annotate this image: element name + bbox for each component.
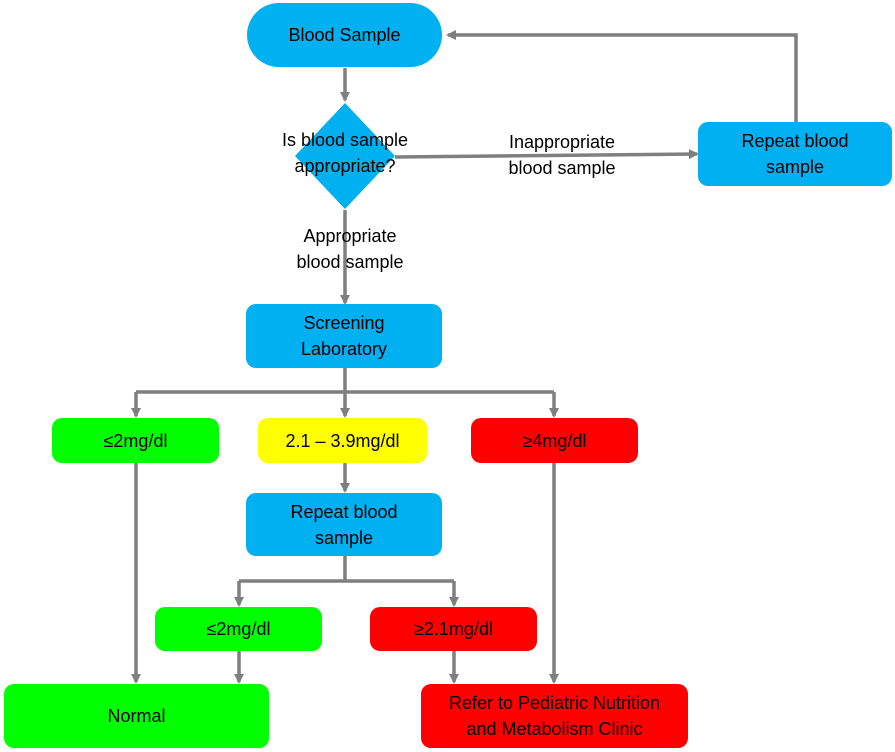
- edge-label-appropriate: Appropriate blood sample: [296, 226, 404, 272]
- node-high-second: ≥2.1mg/dl: [370, 607, 537, 651]
- arrow-repeat-to-sample: [446, 30, 798, 122]
- decision-diamond: [295, 103, 395, 209]
- node-mid-first: 2.1 – 3.9mg/dl: [258, 418, 427, 463]
- node-low-first: ≤2mg/dl: [52, 418, 219, 463]
- node-repeat-middle: Repeat blood sample: [246, 493, 442, 556]
- node-blood-sample: Blood Sample: [247, 3, 442, 67]
- edge-label-inappropriate: Inappropriate blood sample: [508, 132, 616, 178]
- node-low-second: ≤2mg/dl: [155, 607, 322, 651]
- node-high-first: ≥4mg/dl: [471, 418, 638, 463]
- node-refer: Refer to Pediatric Nutrition and Metabol…: [421, 684, 688, 748]
- arrow-lab-branch-trunk: [136, 368, 554, 394]
- arrow-decision-to-repeat: [394, 149, 699, 160]
- node-decision-label: Is blood sample appropriate?: [281, 130, 409, 176]
- arrow-repeat-branch-trunk: [239, 556, 454, 583]
- node-normal: Normal: [4, 684, 269, 748]
- node-screening-lab: Screening Laboratory: [246, 304, 442, 368]
- node-repeat-top: Repeat blood sample: [698, 122, 892, 186]
